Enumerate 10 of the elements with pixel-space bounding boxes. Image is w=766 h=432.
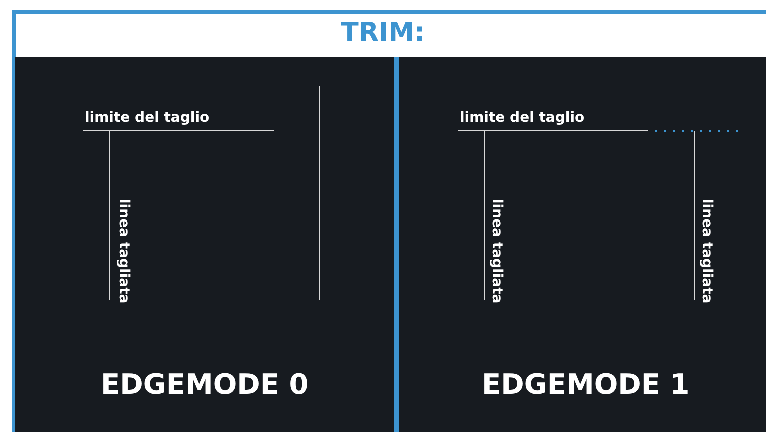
line-label: linea tagliata: [489, 199, 505, 304]
mode-title: EDGEMODE 1: [482, 368, 690, 402]
mode-title: EDGEMODE 0: [101, 368, 309, 402]
line-label: linea tagliata: [699, 199, 715, 304]
title: TRIM:: [340, 17, 426, 50]
panel: [399, 57, 766, 432]
line-label: linea tagliata: [116, 199, 132, 304]
boundary-label: limite del taglio: [85, 110, 210, 126]
panel: [15, 57, 394, 432]
boundary-label: limite del taglio: [460, 110, 585, 126]
